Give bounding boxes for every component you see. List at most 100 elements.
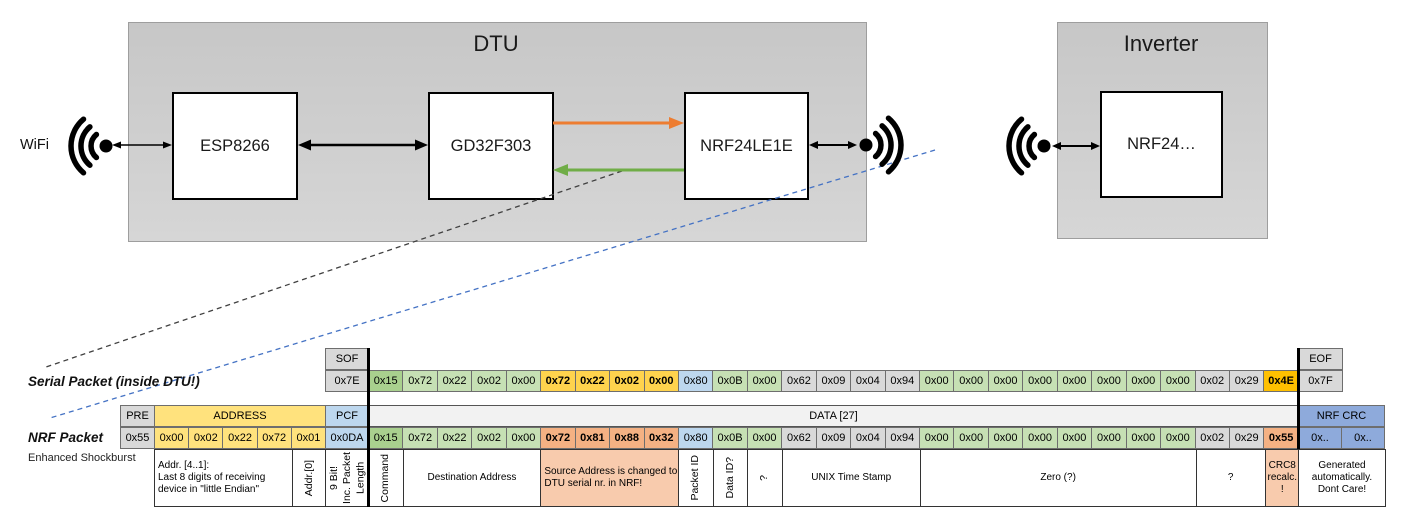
serial-byte-cell: 0x0B	[712, 370, 748, 392]
nrf-crc-header: NRF CRC	[1298, 405, 1385, 427]
serial-byte-cell: 0x22	[436, 370, 473, 392]
annotation-cell: UNIX Time Stamp	[781, 449, 921, 507]
annotation-cell: Zero (?)	[919, 449, 1197, 507]
serial-byte-cell: 0x22	[574, 370, 611, 392]
address-byte-cell: 0x72	[256, 427, 292, 449]
pcf-byte-cell: 0x0DA	[325, 427, 369, 449]
wifi-label: WiFi	[20, 137, 49, 153]
annotation-cell: Data ID?	[712, 449, 749, 507]
wifi-waves-left-icon	[68, 116, 113, 176]
serial-byte-cell: 0x4E	[1263, 370, 1299, 392]
dtu-title: DTU	[473, 31, 519, 56]
nrf-byte-cell: 0x55	[1263, 427, 1299, 449]
chip-esp8266: ESP8266	[172, 92, 298, 200]
nrf-byte-cell: 0x00	[1056, 427, 1093, 449]
nrf-byte-cell: 0x88	[609, 427, 645, 449]
annotation-cell: Addr.[0]	[291, 449, 327, 507]
data-boundary-right-line	[1297, 348, 1300, 449]
address-byte-cell: 0x22	[222, 427, 258, 449]
address-byte-cell: 0x02	[188, 427, 224, 449]
serial-byte-cell: 0x15	[368, 370, 404, 392]
serial-byte-cell: 0x62	[781, 370, 817, 392]
annotation-cell: Addr. [4..1]: Last 8 digits of receiving…	[154, 449, 293, 507]
data-header: DATA [27]	[368, 405, 1299, 427]
serial-byte-cell: 0x02	[471, 370, 507, 392]
pcf-header: PCF	[325, 405, 369, 427]
nrf-byte-cell: 0x02	[1194, 427, 1230, 449]
serial-packet-label: Serial Packet (inside DTU!)	[28, 374, 200, 389]
serial-byte-cell: 0x00	[505, 370, 542, 392]
nrf-byte-cell: 0x00	[919, 427, 955, 449]
eof-byte-cell: 0x7F	[1298, 370, 1343, 392]
address-header: ADDRESS	[154, 405, 326, 427]
nrf-byte-cell: 0x00	[1160, 427, 1196, 449]
nrf-byte-cell: 0x29	[1228, 427, 1265, 449]
nrf-byte-cell: 0x09	[815, 427, 852, 449]
nrf-byte-cell: 0x80	[677, 427, 714, 449]
annotation-cell: Destination Address	[402, 449, 542, 507]
annotation-cell: ?	[1195, 449, 1266, 507]
data-boundary-left-line	[367, 348, 370, 507]
nrf-byte-cell: 0x00	[505, 427, 542, 449]
sof-byte-cell: 0x7E	[325, 370, 369, 392]
annotation-cell: Packet ID	[678, 449, 714, 507]
serial-byte-cell: 0x00	[1160, 370, 1196, 392]
annotation-cell: Command	[368, 449, 404, 507]
nrf-packet-label: NRF Packet	[28, 430, 104, 445]
serial-byte-cell: 0x00	[1125, 370, 1162, 392]
serial-byte-cell: 0x29	[1228, 370, 1265, 392]
serial-byte-cell: 0x04	[850, 370, 886, 392]
nrf-byte-cell: 0x00	[1091, 427, 1127, 449]
chip-gd32f303: GD32F303	[428, 92, 554, 200]
wifi-waves-inverter-icon	[1006, 116, 1051, 176]
nrf-byte-cell: 0x00	[987, 427, 1024, 449]
serial-byte-cell: 0x80	[677, 370, 714, 392]
annotation-cell: ?	[747, 449, 783, 507]
nrf-byte-cell: 0x00	[746, 427, 783, 449]
pre-header: PRE	[120, 405, 155, 427]
inverter-title: Inverter	[1123, 31, 1199, 56]
serial-byte-cell: 0x09	[815, 370, 852, 392]
sof-header: SOF	[325, 348, 369, 370]
serial-byte-cell: 0x00	[919, 370, 955, 392]
serial-byte-cell: 0x02	[1194, 370, 1230, 392]
serial-byte-cell: 0x00	[643, 370, 679, 392]
nrf-byte-cell: 0x72	[540, 427, 576, 449]
serial-byte-cell: 0x00	[1091, 370, 1127, 392]
crc-byte-cell: 0x..	[1298, 427, 1342, 449]
chip-inverter-nrf24: NRF24…	[1100, 91, 1223, 198]
crc-byte-cell: 0x..	[1341, 427, 1385, 449]
serial-byte-cell: 0x72	[402, 370, 438, 392]
nrf-byte-cell: 0x72	[402, 427, 438, 449]
eof-header: EOF	[1298, 348, 1343, 370]
nrf-byte-cell: 0x00	[953, 427, 989, 449]
nrf-byte-cell: 0x02	[471, 427, 507, 449]
serial-byte-cell: 0x00	[1056, 370, 1093, 392]
nrf-byte-cell: 0x94	[884, 427, 920, 449]
nrf-byte-cell: 0x15	[368, 427, 404, 449]
serial-byte-cell: 0x02	[609, 370, 645, 392]
annotation-cell: CRC8 recalc. !	[1264, 449, 1300, 507]
chip-nrf24le1e: NRF24LE1E	[684, 92, 809, 200]
nrf-crc-row: 0x..0x..	[1298, 427, 1385, 449]
nrf-byte-cell: 0x00	[1022, 427, 1058, 449]
annotation-cell: Source Address is changed to DTU serial …	[540, 449, 680, 507]
nrf-byte-cell: 0x04	[850, 427, 886, 449]
serial-byte-cell: 0x94	[884, 370, 920, 392]
serial-byte-cell: 0x00	[953, 370, 989, 392]
serial-byte-cell: 0x00	[746, 370, 783, 392]
serial-byte-cell: 0x00	[1022, 370, 1058, 392]
serial-byte-cell: 0x00	[987, 370, 1024, 392]
nrf-byte-cell: 0x22	[436, 427, 473, 449]
annotation-cell: Generated automatically. Dont Care!	[1298, 449, 1386, 507]
nrf-byte-cell: 0x0B	[712, 427, 748, 449]
nrf-byte-cell: 0x62	[781, 427, 817, 449]
annotation-cell: 9 Bit! Inc. Packet Length	[325, 449, 370, 507]
enhanced-shockburst-label: Enhanced Shockburst	[28, 452, 136, 464]
pre-byte-cell: 0x55	[120, 427, 155, 449]
address-byte-cell: 0x01	[290, 427, 327, 449]
